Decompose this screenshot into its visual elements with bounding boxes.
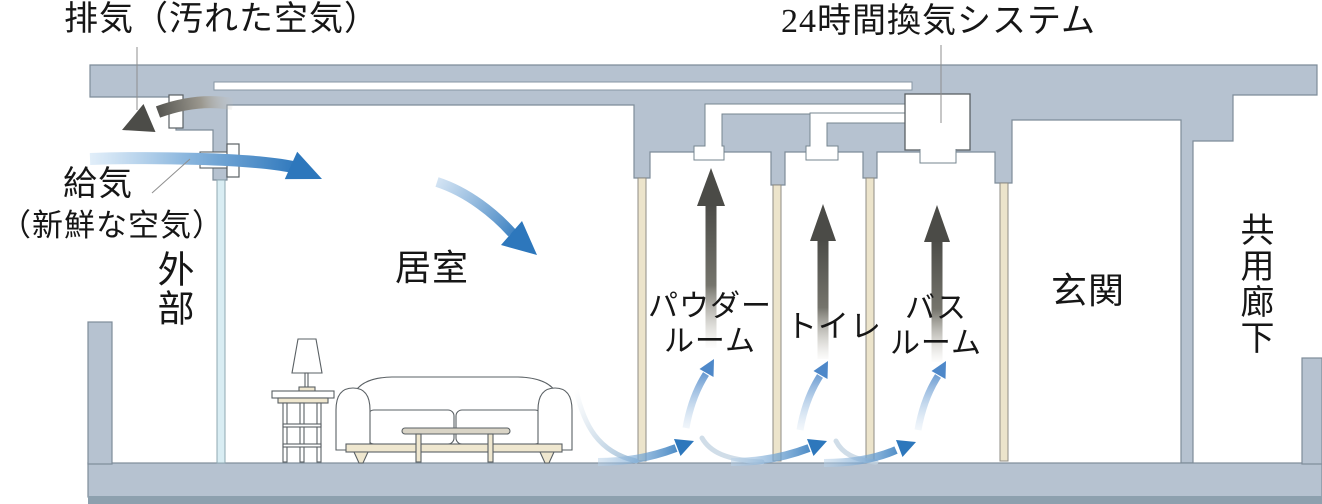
side-table	[271, 390, 335, 463]
label-powder-room-line1: パウダー	[648, 290, 772, 323]
airflow-arrow-toilet	[796, 361, 828, 431]
exhaust-duct-slot	[213, 81, 913, 91]
label-exhaust: 排気（汚れた空気）	[64, 1, 379, 38]
label-common-corridor: 共用廊下	[1235, 212, 1272, 356]
underdoor-arrow-powder	[597, 439, 694, 466]
window-glass	[216, 179, 226, 464]
label-entrance: 玄関	[1051, 271, 1126, 311]
label-bathroom-line1: バス	[905, 292, 967, 325]
underdoor-arrow-toilet	[730, 439, 827, 466]
airflow-arrow-powder	[682, 359, 714, 429]
ceiling-vent-bath	[919, 149, 957, 164]
exhaust-out-arrow	[122, 96, 235, 132]
label-powder-room: パウダー ルーム	[645, 290, 775, 360]
floor-airflow-trail-sofa	[573, 387, 639, 464]
ventilation-unit	[904, 93, 971, 151]
living-room-airflow-arrow	[435, 177, 537, 255]
corridor-wall-stub	[1301, 357, 1322, 465]
label-bathroom-line2: ルーム	[889, 326, 983, 360]
label-powder-room-line2: ルーム	[663, 324, 757, 358]
coffee-table	[401, 427, 511, 463]
door-entrance	[999, 182, 1009, 462]
label-supply-line1: 給気	[63, 166, 133, 203]
exhaust-up-arrow-bath	[924, 205, 950, 362]
sofa	[335, 376, 573, 464]
supply-in-arrow	[89, 151, 322, 180]
ceiling-structure	[89, 64, 1318, 464]
label-exterior: 外部	[151, 250, 192, 328]
balcony-wall	[87, 321, 113, 465]
leader-supply	[151, 158, 191, 194]
label-vent-system: 24時間換気システム	[781, 3, 1096, 40]
exhaust-up-arrow-powder	[697, 168, 725, 348]
underdoor-arrow-bath	[823, 440, 916, 467]
table-lamp	[291, 338, 323, 393]
exhaust-up-arrow-toilet	[810, 204, 836, 359]
label-living-room: 居室	[395, 248, 470, 288]
label-bathroom: バス ルーム	[884, 292, 988, 362]
label-toilet: トイレ	[786, 309, 882, 344]
floor-slab	[87, 462, 1322, 498]
label-supply-line2: （新鮮な空気）	[0, 208, 224, 243]
airflow-arrow-bath	[914, 361, 946, 431]
floor-base	[88, 496, 1322, 504]
